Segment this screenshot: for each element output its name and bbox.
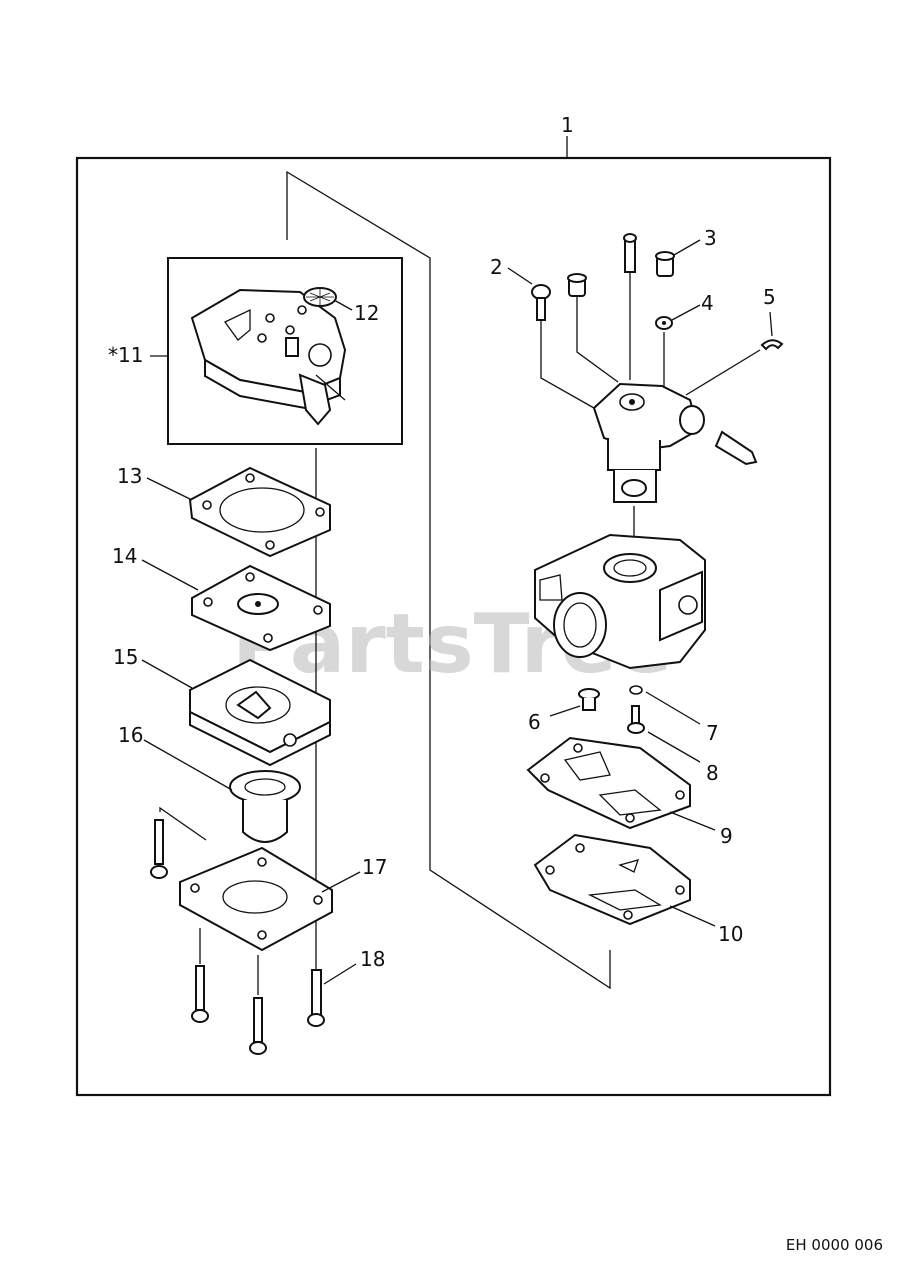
gasket-9-part <box>526 736 716 831</box>
kit-box <box>167 257 403 445</box>
retainer-plate-part <box>159 806 361 952</box>
kit-bracket <box>286 170 611 990</box>
adjust-needle-part <box>623 233 637 273</box>
filter-screen-part <box>303 287 353 311</box>
valve-8-part <box>627 705 701 763</box>
callout-3: 3 <box>704 226 717 250</box>
callout-10: 10 <box>718 922 743 946</box>
diaphragm-10-part <box>533 833 716 927</box>
plug-part <box>567 273 587 297</box>
callout-8: 8 <box>706 761 719 785</box>
callout-5: 5 <box>763 285 776 309</box>
gasket-13-part <box>146 466 331 558</box>
pump-body-15-part <box>141 658 331 767</box>
screw-left-top <box>150 819 168 879</box>
primer-bulb-part <box>143 739 301 843</box>
washer-4-part <box>655 304 701 330</box>
needle-2-part <box>507 267 551 321</box>
callout-18: 18 <box>360 947 385 971</box>
diaphragm-14-part <box>141 559 331 652</box>
callout-4: 4 <box>701 291 714 315</box>
callout-13: 13 <box>117 464 142 488</box>
pump-cover-part <box>190 288 347 426</box>
callout-15: 15 <box>113 645 138 669</box>
cap-3-part <box>655 239 701 277</box>
assembly-frame <box>75 156 832 1097</box>
callout-16: 16 <box>118 723 143 747</box>
callout-14: 14 <box>112 544 137 568</box>
callout-11: *11 <box>108 343 143 367</box>
throttle-shaft-part <box>592 382 758 503</box>
screw-left-bottom <box>191 965 209 1023</box>
callout-17: 17 <box>362 855 387 879</box>
reference-code: EH 0000 006 <box>785 1236 883 1254</box>
callout-1: 1 <box>561 113 574 137</box>
screw-center-bottom <box>249 997 267 1055</box>
clip-5-part <box>760 311 784 351</box>
oring-7-part <box>629 685 701 725</box>
jet-6-part <box>549 688 600 717</box>
callout-9: 9 <box>720 824 733 848</box>
callout-12: 12 <box>354 301 379 325</box>
screw-right <box>307 969 325 1027</box>
screw-18-group <box>150 819 357 1055</box>
callout-7: 7 <box>706 721 719 745</box>
callout-6: 6 <box>528 710 541 734</box>
callout-2: 2 <box>490 255 503 279</box>
carburetor-body-part <box>534 533 706 670</box>
